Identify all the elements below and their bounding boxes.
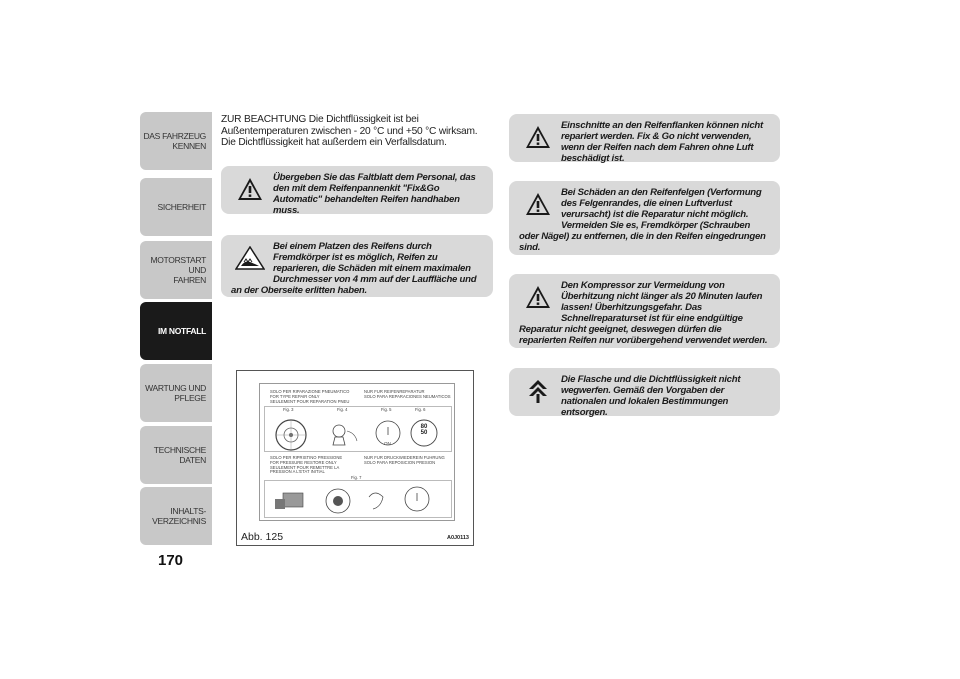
note-text: Den Kompressor zur Vermeidung von Überhi…	[519, 280, 768, 346]
tab-label: INHALTS-VERZEICHNIS	[152, 506, 206, 526]
leaflet-line: SOLO PARA REPARACIONES NEUMATICOS	[364, 393, 451, 399]
leaflet-step-row: Fig. 3 Fig. 4 Fig. 5 Fig. 6 ON 80 50	[264, 406, 452, 452]
note-compressor: Den Kompressor zur Vermeidung von Überhi…	[509, 274, 780, 348]
note-text: Einschnitte an den Reifenflanken können …	[561, 120, 763, 164]
switch-on-label: ON	[384, 441, 391, 446]
note-text: Bei einem Platzen des Reifens durch Frem…	[231, 241, 477, 296]
tab-label-line: MOTORSTART UND	[150, 255, 206, 275]
warning-triangle-icon	[519, 187, 557, 221]
warning-triangle-icon	[519, 120, 557, 154]
tab-label-line: KENNEN	[172, 141, 206, 151]
leaflet-illustration: SOLO PER RIPARAZIONE PNEUMATICO FOR TYPE…	[259, 383, 455, 521]
leaflet-line: SEULEMENT POUR REMETTRE LA	[270, 464, 340, 470]
note-text: Übergeben Sie das Faltblatt dem Personal…	[273, 172, 476, 216]
tab-label-line: SICHERHEIT	[157, 202, 207, 212]
leaflet-line: NUR FUR REIFENREPARATUR	[364, 389, 425, 394]
tab-label: SICHERHEIT	[157, 202, 207, 212]
speed-value: 80	[420, 424, 428, 430]
fig-label: Fig. 7	[351, 475, 362, 480]
leaflet-line: SOLO PARA REPOSICION PRESION	[364, 459, 436, 465]
recycle-icon	[519, 374, 557, 408]
tab-label-line: DAS FAHRZEUG	[143, 131, 206, 141]
note-foreign-objects: Bei einem Platzen des Reifens durch Frem…	[221, 235, 493, 297]
tab-label-line: WARTUNG UND	[145, 383, 206, 393]
tyre-warning-icon	[231, 241, 269, 275]
leaflet-line: FOR PRESSURE RESTORE ONLY	[270, 459, 337, 465]
leaflet-text-block: SOLO PER RIPARAZIONE PNEUMATICO FOR TYPE…	[270, 389, 350, 404]
step-drawings	[275, 419, 438, 451]
tab-label-line: INHALTS-	[170, 506, 206, 516]
warning-triangle-icon	[231, 172, 269, 206]
tab-sicherheit[interactable]: SICHERHEIT	[140, 178, 212, 236]
speed-label: 80 50	[418, 424, 430, 436]
tab-technische-daten[interactable]: TECHNISCHE DATEN	[140, 426, 212, 484]
leaflet-line: SEULEMENT POUR REPARATION PNEU	[270, 398, 350, 404]
leaflet-line: SOLO PER RIPARAZIONE PNEUMATICO	[270, 389, 350, 394]
tab-label-line: VERZEICHNIS	[152, 516, 206, 526]
leaflet-text-block: SOLO PER RIPRISTINO PRESSIONE FOR PRESSU…	[270, 455, 343, 475]
note-sidewall: Einschnitte an den Reifenflanken können …	[509, 114, 780, 164]
figure-caption: Abb. 125	[241, 531, 284, 543]
leaflet-line: FOR TYPE REPAIR ONLY	[270, 393, 320, 399]
tab-label-line: TECHNISCHE DATEN	[153, 445, 207, 465]
fig-label: Fig. 6	[415, 407, 426, 412]
warning-triangle-icon	[519, 280, 557, 314]
intro-paragraph: ZUR BEACHTUNG Die Dichtflüssigkeit ist b…	[221, 114, 478, 148]
tab-label: IM NOTFALL	[158, 326, 206, 336]
figure-code: A0J0113	[446, 535, 469, 541]
step-drawings	[275, 486, 430, 514]
note-text: Bei Schäden an den Reifenfelgen (Verform…	[519, 187, 766, 253]
tab-im-notfall[interactable]: IM NOTFALL	[140, 302, 212, 360]
fig-label: Fig. 5	[381, 407, 392, 412]
leaflet-step-row: Fig. 7	[264, 475, 452, 518]
leaflet-line: PRESSION A L'ETAT INITIAL	[270, 469, 325, 475]
fig-label: Fig. 3	[283, 407, 294, 412]
tab-inhaltsverzeichnis[interactable]: INHALTS-VERZEICHNIS	[140, 487, 212, 545]
fig-label: Fig. 4	[337, 407, 348, 412]
note-rim-damage: Bei Schäden an den Reifenfelgen (Verform…	[509, 181, 780, 255]
page-number: 170	[158, 552, 184, 569]
leaflet-line: NUR FUR DRUCKWIEDEREIN FUHRUNG	[364, 455, 445, 460]
leaflet-text-block: NUR FUR REIFENREPARATUR SOLO PARA REPARA…	[364, 389, 451, 400]
figure-leaflet: SOLO PER RIPARAZIONE PNEUMATICO FOR TYPE…	[236, 370, 474, 546]
tab-label-line: PFLEGE	[174, 393, 206, 403]
note-leaflet: Übergeben Sie das Faltblatt dem Personal…	[221, 166, 493, 216]
leaflet-text-block: NUR FUR DRUCKWIEDEREIN FUHRUNG SOLO PARA…	[364, 455, 445, 466]
tab-label-line: FAHREN	[173, 275, 206, 285]
tab-label: TECHNISCHE DATEN	[140, 445, 207, 465]
note-disposal: Die Flasche und die Dichtflüssigkeit nic…	[509, 368, 780, 418]
speed-value: 50	[420, 430, 428, 436]
tab-label-line: IM NOTFALL	[158, 326, 206, 336]
note-text: Die Flasche und die Dichtflüssigkeit nic…	[561, 374, 741, 418]
leaflet-line: SOLO PER RIPRISTINO PRESSIONE	[270, 455, 343, 460]
